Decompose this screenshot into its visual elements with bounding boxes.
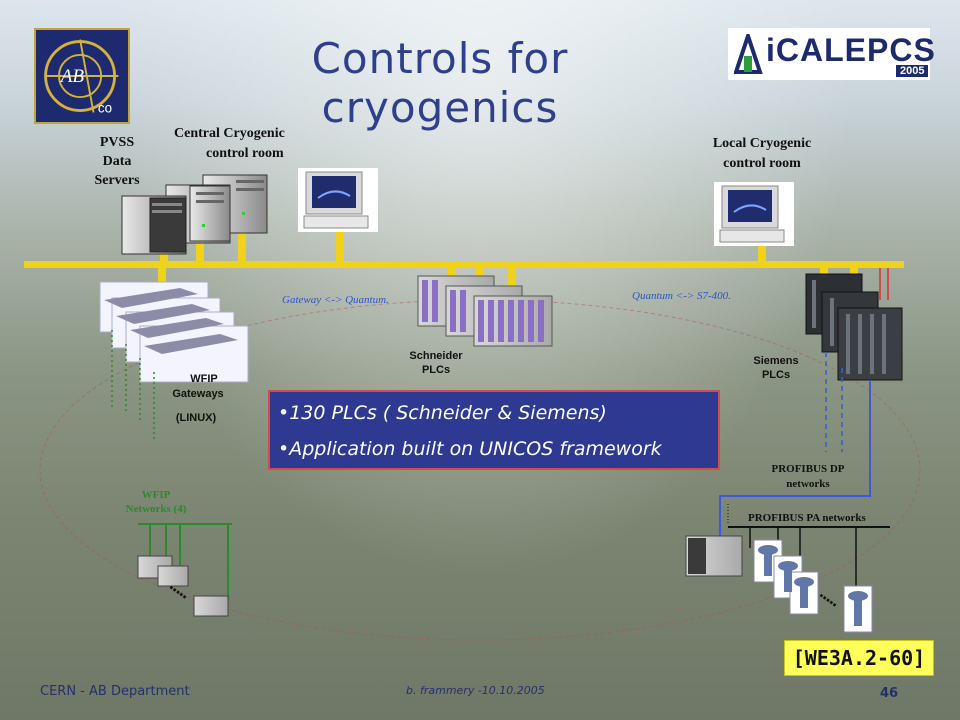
paper-reference: [WE3A.2-60]: [784, 640, 934, 676]
gateway-quantum-label: Gateway <-> Quantum.: [282, 294, 389, 306]
siemens-plcs: [805, 273, 903, 381]
profibus-pa-label: PROFIBUS PA networks: [748, 512, 866, 524]
wfip-gateways-label: WFIP Gateways: [172, 373, 224, 400]
svg-text:co: co: [98, 100, 112, 115]
profibus-devices: [685, 535, 873, 633]
icalepcs-year: 2005: [896, 65, 929, 77]
icalepcs-mark-icon: [734, 34, 763, 74]
ab-logo-text: AB: [59, 66, 85, 87]
icalepcs-logo: iCALEPCS 2005: [728, 28, 935, 80]
ethernet-bus: [24, 261, 904, 268]
bullet-1: •130 PLCs ( Schneider & Siemens): [278, 402, 607, 424]
summary-box: •130 PLCs ( Schneider & Siemens) •Applic…: [268, 390, 720, 470]
icalepcs-name: iCALEPCS: [766, 32, 936, 68]
wfip-gateways: [99, 281, 249, 383]
ab-co-logo: AB co: [34, 28, 130, 124]
page-number: 46: [880, 686, 899, 701]
wfip-network-lines: [111, 330, 155, 440]
central-control-room-label: Central Cryogenic control room: [174, 126, 285, 161]
page-title: Controls for cryogenics: [311, 34, 569, 132]
profibus-dp-lines: [825, 352, 843, 452]
central-workstation: [298, 168, 378, 232]
local-workstation: [714, 182, 794, 246]
linux-label: (LINUX): [175, 412, 217, 424]
quantum-s7-label: Quantum <-> S7-400.: [632, 290, 731, 302]
schneider-plcs: [417, 275, 553, 347]
footer-department: CERN - AB Department: [40, 684, 190, 699]
footer-author-date: b. frammery -10.10.2005: [406, 684, 545, 697]
bullet-2: •Application built on UNICOS framework: [278, 438, 662, 460]
pvss-servers: [121, 174, 268, 255]
wfip-devices: [137, 555, 229, 617]
